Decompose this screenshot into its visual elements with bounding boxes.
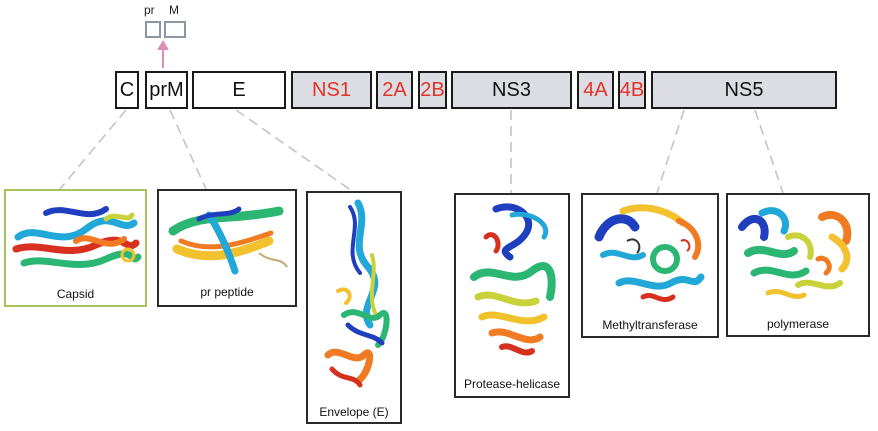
capsid-structure-image	[12, 206, 142, 269]
segment-label: NS5	[724, 78, 764, 101]
pr-peptide-caption: pr peptide	[200, 285, 254, 299]
segment-2a: 2A	[376, 71, 413, 109]
segment-label: 2B	[420, 78, 445, 101]
m-product-box	[164, 21, 186, 38]
polymerase-caption: polymerase	[766, 317, 830, 331]
segment-4a: 4A	[577, 71, 614, 109]
cleavage-arrow	[157, 40, 169, 68]
methyltransferase-structure-image	[594, 204, 705, 303]
segment-4b: 4B	[618, 71, 646, 109]
capsid-caption: Capsid	[56, 287, 95, 301]
pr-product-box	[145, 21, 161, 38]
envelope-structure-image	[324, 199, 390, 388]
pr-connector	[169, 109, 207, 190]
segment-e: E	[192, 71, 286, 109]
segment-label: prM	[149, 78, 184, 101]
envelope-connector	[235, 109, 353, 192]
capsid-connector	[59, 109, 127, 190]
segment-ns5: NS5	[651, 71, 837, 109]
segment-label: NS1	[312, 78, 351, 101]
segment-c: C	[115, 71, 139, 109]
segment-ns1: NS1	[291, 71, 372, 109]
protease-helicase-structure-image	[470, 203, 556, 356]
segment-label: 2A	[382, 78, 407, 101]
pol-connector	[754, 109, 784, 194]
segment-label: E	[232, 78, 246, 101]
methyltransferase-caption: Methyltransferase	[602, 318, 698, 332]
segment-label: NS3	[492, 78, 531, 101]
pr-label: pr	[144, 3, 155, 17]
pr-peptide-panel: pr peptide	[157, 189, 297, 307]
segment-label: 4B	[619, 78, 645, 101]
segment-ns3: NS3	[451, 71, 572, 109]
m-label: M	[169, 3, 179, 17]
segment-label: C	[119, 78, 135, 101]
mtase-connector	[656, 109, 685, 194]
capsid-panel: Capsid	[4, 189, 147, 307]
envelope-panel: Envelope (E)	[306, 191, 402, 424]
segment-2b: 2B	[418, 71, 447, 109]
segment-prm: prM	[145, 71, 188, 109]
segment-label: 4A	[583, 78, 608, 101]
pr-peptide-structure-image	[168, 206, 288, 275]
protease-helicase-panel: Protease-helicase	[454, 193, 570, 398]
methyltransferase-panel: Methyltransferase	[581, 193, 719, 338]
polymerase-panel: polymerase	[726, 193, 870, 337]
envelope-caption: Envelope (E)	[319, 405, 389, 419]
protease-helicase-caption: Protease-helicase	[463, 377, 561, 391]
polymerase-structure-image	[738, 207, 852, 299]
